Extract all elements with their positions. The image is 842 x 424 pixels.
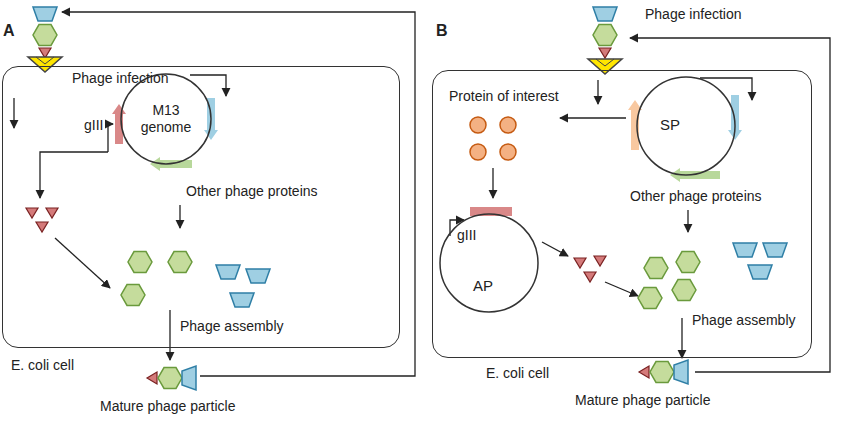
phage-capsid	[33, 25, 57, 46]
piii-protein	[584, 272, 596, 282]
flow-arrow	[542, 242, 568, 256]
cell-box: E. coli cellM13 genome	[2, 66, 400, 348]
circle-outline	[637, 77, 735, 175]
pilus-receptor	[588, 59, 622, 74]
protein-dot	[500, 117, 516, 133]
process-label: Other phage proteins	[186, 183, 318, 200]
coat-protein	[593, 7, 617, 21]
node-text: gIII	[457, 227, 476, 244]
flow-arrow	[597, 80, 598, 104]
coat-protein	[33, 7, 57, 21]
plasmid-circle: gIII AP	[439, 213, 539, 313]
panel-letter: A	[3, 22, 15, 39]
coat-protein	[674, 360, 688, 384]
coat-protein	[182, 366, 196, 390]
circle-outline	[636, 76, 736, 176]
phage-icon	[588, 7, 622, 74]
piii-protein	[147, 372, 157, 384]
mature-phage	[639, 360, 688, 384]
piii-protein	[639, 366, 649, 378]
flow-arrow	[492, 168, 493, 198]
gene-label: gIII	[84, 117, 103, 134]
circle-outline	[440, 214, 538, 312]
phage-icon	[28, 7, 62, 72]
particle-label: Mature phage particle	[575, 392, 710, 409]
phage-capsid	[672, 280, 696, 301]
mature-phage	[147, 366, 196, 390]
particle-label: Mature phage particle	[100, 398, 235, 415]
coat-protein	[246, 269, 270, 283]
piii-protein	[599, 48, 611, 58]
phage-capsid	[676, 252, 700, 273]
node-text: AP	[473, 277, 493, 294]
pilus-receptor	[28, 57, 62, 72]
feedback-arrow	[630, 38, 830, 372]
phage-capsid	[638, 288, 662, 309]
protein-of-interest	[470, 117, 516, 160]
process-label: Other phage proteins	[630, 188, 762, 205]
process-label: Phage assembly	[180, 318, 284, 335]
plasmid-circle: SP	[636, 76, 736, 176]
flow-arrow	[560, 117, 626, 118]
circle-outline	[439, 213, 539, 313]
node-text: E. coli cell	[486, 365, 549, 382]
phage-capsid	[168, 252, 192, 273]
phage-capsid	[128, 252, 152, 273]
flow-arrow	[55, 238, 110, 288]
promoter-arrow	[108, 124, 113, 152]
flow-arrow	[605, 282, 638, 296]
process-label: Phage infection	[72, 70, 169, 87]
flow-arrow	[687, 210, 688, 232]
piii-protein	[46, 208, 58, 218]
process-label: Phage infection	[645, 6, 742, 23]
flow-arrow	[40, 152, 108, 198]
coat-protein	[748, 265, 772, 279]
circle-outline	[121, 74, 211, 164]
protein-dot	[500, 144, 516, 160]
phage-capsid	[121, 285, 145, 306]
node-text: E. coli cell	[11, 357, 74, 374]
panel-letter: B	[436, 22, 448, 39]
coat-protein	[230, 293, 254, 307]
phage-capsid	[644, 258, 668, 279]
coat-protein	[733, 243, 757, 257]
piii-protein	[26, 208, 38, 218]
process-label: Protein of interest	[449, 88, 559, 105]
genome-circle: M13 genome	[120, 73, 212, 165]
coat-protein	[763, 243, 787, 257]
flow-arrow	[13, 98, 14, 128]
node-text: SP	[660, 116, 680, 133]
protein-dot	[470, 117, 486, 133]
piii-protein	[594, 256, 606, 266]
flow-arrows	[450, 38, 830, 372]
phage-capsid	[593, 25, 617, 46]
node-text: M13 genome	[136, 102, 196, 136]
flow-arrow	[179, 205, 180, 228]
phage-capsid	[650, 362, 674, 383]
gene-arrow	[112, 104, 126, 144]
flow-arrow	[681, 318, 682, 358]
phage-capsid	[158, 368, 182, 389]
protein-dot	[470, 144, 486, 160]
flow-arrow	[169, 310, 170, 360]
coat-protein	[216, 265, 240, 279]
process-label: Phage assembly	[692, 312, 796, 329]
piii-protein	[36, 222, 48, 232]
piii-protein	[574, 258, 586, 268]
